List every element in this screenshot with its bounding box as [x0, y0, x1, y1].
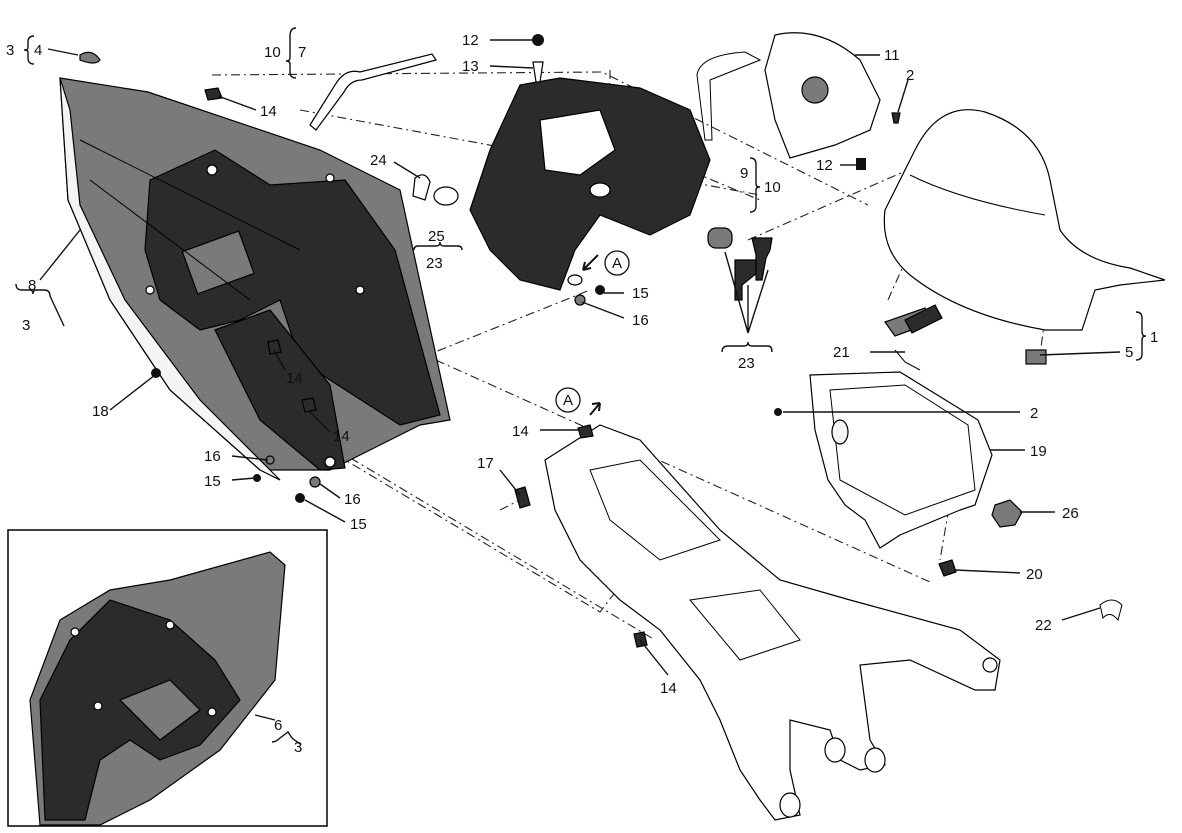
screw-part-2-top [891, 112, 901, 124]
callout-2-mid: 2 [1030, 405, 1038, 422]
callout-19: 19 [1030, 443, 1047, 460]
callout-14d: 14 [512, 423, 529, 440]
leader-lines [39, 39, 1121, 721]
screw-part-2-mid [774, 408, 782, 416]
grab-rail-part-7 [309, 53, 437, 131]
cap-part-12-top [532, 34, 544, 46]
seat-part-1 [883, 109, 1166, 365]
callout-3-top: 3 [6, 42, 14, 59]
callout-4: 4 [34, 42, 42, 59]
clip-part-14-a [204, 87, 223, 101]
washer-part-16-a [574, 294, 586, 306]
callout-14c: 14 [333, 428, 350, 445]
callout-5: 5 [1125, 344, 1133, 361]
clip-part-14-e [633, 631, 648, 648]
washer-part-16-c [309, 476, 321, 488]
clip-part-20 [938, 559, 957, 577]
screw-part-15-a [595, 285, 605, 295]
clip-part-14-d [577, 424, 594, 439]
callout-1: 1 [1150, 329, 1158, 346]
callout-labels: 3 4 14 10 7 12 13 11 2 12 9 10 24 25 23 … [6, 32, 1158, 756]
view-reference-a-upper: A [582, 250, 630, 276]
cover-part-11 [696, 32, 881, 159]
tray-part-19 [809, 307, 993, 549]
inset-panel [7, 529, 328, 827]
callout-14b: 14 [286, 370, 303, 387]
ref-label: A [563, 392, 573, 409]
lock-cylinder-part-23 [707, 227, 733, 249]
view-reference-a-lower: A [555, 387, 601, 416]
screw-part-15-b [253, 474, 261, 482]
callout-21: 21 [833, 344, 850, 361]
callout-18: 18 [92, 403, 109, 420]
connector-part-21 [904, 304, 943, 334]
callout-12-top: 12 [462, 32, 479, 49]
ref-label: A [612, 255, 622, 272]
badge-part-4 [79, 51, 101, 64]
callout-12-right: 12 [816, 157, 833, 174]
callout-7: 7 [298, 44, 306, 61]
cap-part-12-right [856, 158, 866, 170]
callout-22: 22 [1035, 617, 1052, 634]
callout-9: 9 [740, 165, 748, 182]
callout-2-top: 2 [906, 67, 914, 84]
callout-16-lower: 16 [344, 491, 361, 508]
callout-26: 26 [1062, 505, 1079, 522]
key-part-23b [751, 237, 773, 281]
instrument-support-part-9 [469, 77, 711, 291]
rear-subframe [544, 424, 1001, 821]
callout-3-left: 3 [22, 317, 30, 334]
ring-part-25 [433, 186, 459, 206]
callout-16-left: 16 [204, 448, 221, 465]
callout-8: 8 [28, 277, 36, 294]
callout-17: 17 [477, 455, 494, 472]
bracket-part-17 [514, 486, 531, 509]
screw-part-15-c [295, 493, 305, 503]
callout-15-upper: 15 [632, 285, 649, 302]
callout-10-right: 10 [764, 179, 781, 196]
callout-25: 25 [428, 228, 445, 245]
screw-part-13 [532, 61, 544, 83]
callout-10-left: 10 [264, 44, 281, 61]
callout-6: 6 [274, 717, 282, 734]
nut-part-26 [991, 499, 1023, 528]
callout-23-left: 23 [426, 255, 443, 272]
braces [15, 27, 1147, 745]
callout-23-right: 23 [738, 355, 755, 372]
clamp-part-22 [1099, 599, 1123, 622]
clip-part-14-c [301, 397, 317, 413]
callout-20: 20 [1026, 566, 1043, 583]
callout-15-lower: 15 [350, 516, 367, 533]
callout-15-left: 15 [204, 473, 221, 490]
callout-16-upper: 16 [632, 312, 649, 329]
callout-3-inset: 3 [294, 739, 302, 756]
tail-fairing-part-8 [59, 77, 451, 481]
callout-24: 24 [370, 152, 387, 169]
callout-11: 11 [884, 47, 900, 64]
callout-13: 13 [462, 58, 479, 75]
lock-bracket-part-24 [412, 174, 431, 201]
clip-part-14-b [267, 339, 282, 355]
callout-14e: 14 [660, 680, 677, 697]
callout-14a: 14 [260, 103, 277, 120]
